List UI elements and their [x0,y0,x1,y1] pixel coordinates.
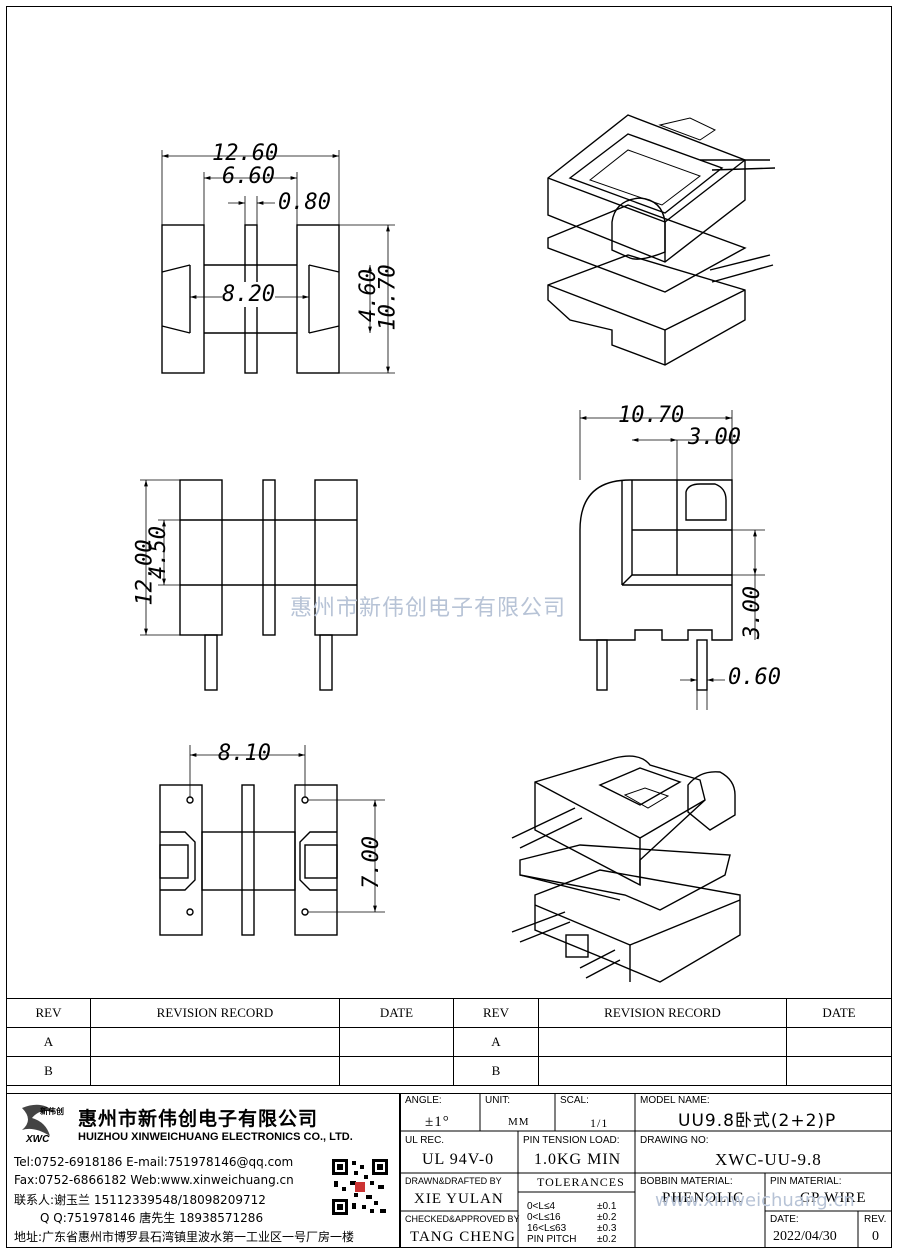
rev-cell: A [6,1027,91,1057]
isometric-view-top [547,114,776,366]
drawing-no-value: XWC-UU-9.8 [715,1150,822,1169]
date-cell [786,1027,892,1057]
drawn-label: DRAWN&DRAFTED BY [405,1176,502,1186]
tol-row-1-value: ±0.1 [597,1201,617,1212]
model-label: MODEL NAME: [640,1095,710,1106]
company-logo [22,1104,54,1136]
tol-row-2-value: ±0.2 [597,1212,617,1223]
record-cell [90,1027,340,1057]
dim-0-80: 0.80 [278,190,331,215]
tol-row-4-value: ±0.2 [597,1234,617,1245]
dim-10-70-end: 10.70 [618,403,685,428]
title-block [400,1093,892,1248]
unit-label: UNIT: [485,1095,510,1106]
dim-3-00-top: 3.00 [688,425,741,450]
pin-tension-value: 1.0KG MIN [534,1151,622,1168]
revision-table: REV REVISION RECORD DATE REV REVISION RE… [6,998,892,1086]
unit-value: MM [508,1116,530,1128]
revision-row: A A [6,1027,892,1057]
rev-cell: B [6,1056,91,1086]
dim-12-60: 12.60 [212,141,279,166]
dim-10-70-front: 10.70 [375,264,401,331]
company-block [6,1093,400,1248]
side-view [140,479,358,691]
pin-material-value: CP WIRE [800,1190,867,1206]
tol-row-3: 16<L≤63 [527,1223,567,1234]
tolerances-label: TOLERANCES [537,1175,625,1189]
rev-label: REV. [864,1214,887,1225]
record-cell [538,1027,787,1057]
date-value: 2022/04/30 [773,1229,837,1244]
dim-8-20: 8.20 [222,282,275,307]
rev-header: REV [6,998,91,1028]
checked-label: CHECKED&APPROVED BY [405,1214,520,1224]
date-header: DATE [339,998,454,1028]
ul-value: UL 94V-0 [422,1151,495,1168]
end-view [579,410,765,710]
tol-row-1: 0<L≤4 [527,1201,556,1212]
technical-drawing [140,114,776,983]
isometric-view-bottom [511,755,741,983]
company-qq: Q Q:751978146 唐先生 18938571286 [40,1211,264,1225]
bobbin-label: BOBBIN MATERIAL: [640,1176,733,1187]
model-value: UU9.8卧式(2+2)P [678,1111,837,1131]
rev-cell: B [453,1056,539,1086]
record-cell [538,1056,787,1086]
scal-value: 1/1 [590,1116,609,1130]
watermark-url: www.xinweichuang.cn [655,1190,855,1211]
dim-6-60: 6.60 [222,164,275,189]
date-cell [339,1027,454,1057]
ul-label: UL REC. [405,1135,445,1146]
dim-0-60: 0.60 [728,665,781,690]
tol-row-2: 0<L≤16 [527,1212,561,1223]
company-name-en: HUIZHOU XINWEICHUANG ELECTRONICS CO., LT… [78,1131,353,1143]
dim-3-00-side: 3.00 [739,586,765,639]
drawn-value: XIE YULAN [414,1191,504,1207]
front-view [161,150,395,374]
rev-value: 0 [872,1229,880,1244]
revision-header-row: REV REVISION RECORD DATE REV REVISION RE… [6,998,892,1028]
company-fax: Fax:0752-6866182 Web:www.xinweichuang.cn [14,1173,294,1187]
watermark: 惠州市新伟创电子有限公司 [290,596,567,621]
dim-4-50: 4.50 [145,526,171,579]
company-address: 地址:广东省惠州市博罗县石湾镇里波水第一工业区一号厂房一楼 [14,1230,355,1244]
dim-7-00: 7.00 [358,836,384,889]
company-name-cn: 惠州市新伟创电子有限公司 [78,1108,319,1130]
company-contact: 联系人:谢玉兰 15112339548/18098209712 [14,1193,266,1207]
dim-8-10: 8.10 [218,741,271,766]
qr-code [330,1157,390,1217]
date-cell [339,1056,454,1086]
company-tel: Tel:0752-6918186 E-mail:751978146@qq.com [14,1155,294,1169]
date-header: DATE [786,998,892,1028]
tol-row-3-value: ±0.3 [597,1223,617,1234]
rev-cell: A [453,1027,539,1057]
drawing-no-label: DRAWING NO: [640,1135,709,1146]
date-label: DATE: [770,1214,799,1225]
angle-value: ±1° [425,1114,450,1130]
revision-record-header: REVISION RECORD [90,998,340,1028]
tol-row-4: PIN PITCH [527,1234,577,1245]
date-cell [786,1056,892,1086]
revision-record-header: REVISION RECORD [538,998,787,1028]
record-cell [90,1056,340,1086]
title-block-grid [400,1093,892,1248]
bottom-view [159,745,385,936]
pin-material-label: PIN MATERIAL: [770,1176,842,1187]
revision-row: B B [6,1056,892,1086]
logo-text: 新伟创 [40,1107,64,1116]
rev-header: REV [453,998,539,1028]
checked-value: TANG CHENG [410,1229,516,1245]
bobbin-value: PHENOLIC [662,1190,745,1206]
angle-label: ANGLE: [405,1095,442,1106]
logo-abbr: XWC [26,1134,50,1145]
scal-label: SCAL: [560,1095,589,1106]
pin-tension-label: PIN TENSION LOAD: [523,1135,620,1146]
